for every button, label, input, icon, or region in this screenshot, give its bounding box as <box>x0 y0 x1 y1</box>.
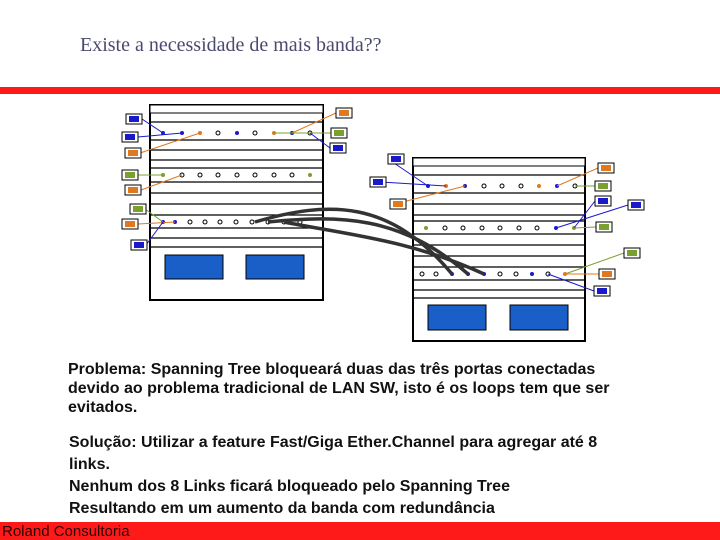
footer-brand: Roland Consultoria <box>2 523 130 540</box>
workstation-icon <box>369 176 387 188</box>
title-divider <box>0 87 720 94</box>
workstation-icon <box>627 199 645 211</box>
workstation-icon <box>598 268 616 280</box>
solution-line: Nenhum dos 8 Links ficará bloqueado pelo… <box>69 478 510 495</box>
page-title: Existe a necessidade de mais banda?? <box>80 34 382 56</box>
host-links <box>137 112 629 292</box>
workstation-icon <box>597 162 615 174</box>
problem-line: devido ao problema tradicional de LAN SW… <box>68 380 610 397</box>
solution-line: Solução: Utilizar a feature Fast/Giga Et… <box>69 434 598 451</box>
uplink-links <box>254 207 485 276</box>
solution-line: Resultando em um aumento da banda com re… <box>69 500 495 517</box>
hosts-left <box>121 107 353 251</box>
workstation-icon <box>124 147 142 159</box>
workstation-icon <box>335 107 353 119</box>
switch-left <box>149 104 324 301</box>
workstation-icon <box>121 218 139 230</box>
switch-right <box>412 157 586 342</box>
workstation-icon <box>387 153 405 165</box>
footer-bar: Roland Consultoria <box>0 522 720 540</box>
workstation-icon <box>594 195 612 207</box>
workstation-icon <box>129 203 147 215</box>
workstation-icon <box>329 142 347 154</box>
workstation-icon <box>330 127 348 139</box>
solution-line: links. <box>69 456 110 473</box>
solution-statement: Solução: Utilizar a feature Fast/Giga Et… <box>69 432 709 520</box>
problem-line: evitados. <box>68 399 138 416</box>
workstation-icon <box>130 239 148 251</box>
workstation-icon <box>121 169 139 181</box>
workstation-icon <box>593 285 611 297</box>
workstation-icon <box>595 221 613 233</box>
workstation-icon <box>125 113 143 125</box>
workstation-icon <box>389 198 407 210</box>
workstation-icon <box>121 131 139 143</box>
workstation-icon <box>623 247 641 259</box>
workstation-icon <box>124 184 142 196</box>
workstation-icon <box>594 180 612 192</box>
network-diagram <box>121 104 645 342</box>
problem-line: Problema: Spanning Tree bloqueará duas d… <box>68 361 596 378</box>
hosts-right <box>369 153 645 297</box>
problem-statement: Problema: Spanning Tree bloqueará duas d… <box>68 360 708 417</box>
